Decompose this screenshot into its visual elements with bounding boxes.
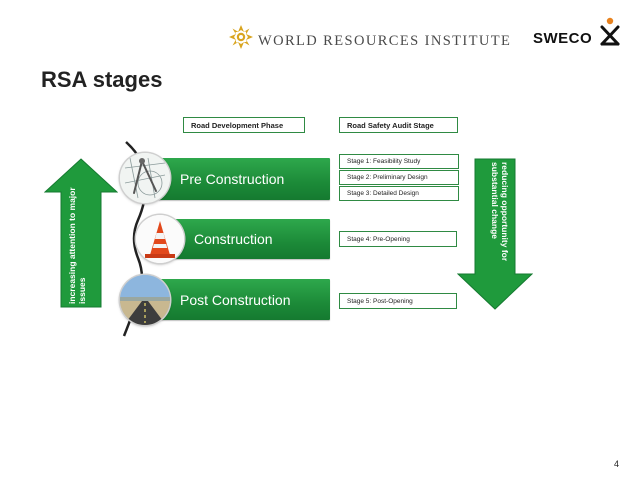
wri-logo-text: WORLD RESOURCES INSTITUTE <box>258 33 512 49</box>
stage-2-label: Stage 2: Preliminary Design <box>347 174 428 181</box>
stage-1-label: Stage 1: Feasibility Study <box>347 158 421 165</box>
phase-construction: Construction <box>158 219 330 259</box>
phase-construction-label: Construction <box>194 231 273 247</box>
phase-post-construction: Post Construction <box>158 279 330 320</box>
drawing-compass-icon <box>120 153 170 203</box>
phase-column-header-label: Road Development Phase <box>191 120 284 130</box>
stage-4-label: Stage 4: Pre-Opening <box>347 235 410 243</box>
phase-post-construction-label: Post Construction <box>180 291 291 308</box>
left-up-arrow <box>44 158 118 308</box>
left-arrow-line2: issues <box>77 277 87 304</box>
phase-pre-construction-label: Pre Construction <box>180 171 285 187</box>
stage-box-2: Stage 2: Preliminary Design <box>339 170 459 185</box>
stage-column-header-label: Road Safety Audit Stage <box>347 120 434 130</box>
sweco-logo-text: SWECO <box>533 30 593 47</box>
left-arrow-text: increasing attention to major issues <box>62 187 100 304</box>
right-arrow-line1: reducing opportunity for <box>500 162 510 262</box>
stage-box-1: Stage 1: Feasibility Study <box>339 154 459 169</box>
sweco-figure-icon <box>600 17 620 46</box>
stage-box-3: Stage 3: Detailed Design <box>339 186 459 201</box>
left-arrow-line1: increasing attention to major <box>67 187 77 304</box>
wri-logo <box>228 24 498 52</box>
page-number: 4 <box>614 459 620 469</box>
right-down-arrow <box>457 158 533 310</box>
stage-column-header: Road Safety Audit Stage <box>339 117 458 133</box>
phase-column-header: Road Development Phase <box>183 117 305 133</box>
traffic-cone-icon <box>136 215 184 263</box>
stage-box-4: Stage 4: Pre-Opening <box>339 231 457 247</box>
slide-title: RSA stages <box>41 67 163 92</box>
stage-5-label: Stage 5: Post-Opening <box>347 297 413 305</box>
phase-pre-construction: Pre Construction <box>158 158 330 200</box>
stage-box-5: Stage 5: Post-Opening <box>339 293 457 309</box>
right-arrow-line2: substantial change <box>490 162 500 239</box>
stage-3-label: Stage 3: Detailed Design <box>347 190 419 197</box>
open-road-icon <box>120 275 170 325</box>
wri-star-icon <box>229 25 253 49</box>
right-arrow-text: reducing opportunity for substantial cha… <box>475 162 515 274</box>
